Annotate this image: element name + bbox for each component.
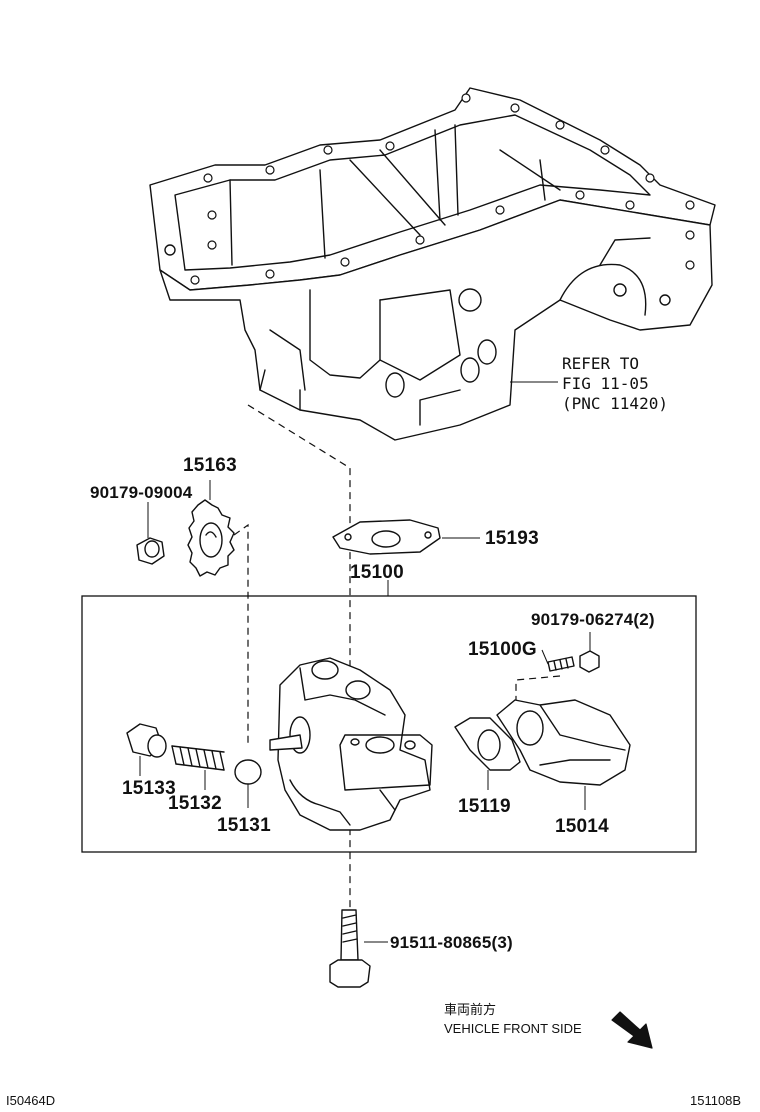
- callout-15133: 15133: [122, 778, 176, 799]
- nut-90179-09004: [136, 502, 165, 565]
- callout-15014: 15014: [555, 816, 609, 837]
- footer-right-code: 151108B: [690, 1093, 742, 1108]
- callout-15163: 15163: [183, 455, 237, 476]
- callout-90179-06274: 90179-06274(2): [531, 610, 655, 629]
- refer-note-line1: REFER TO: [562, 354, 640, 373]
- direction-label-english: VEHICLE FRONT SIDE: [444, 1021, 582, 1036]
- gasket-15193: [332, 519, 480, 555]
- callout-15100: 15100: [350, 562, 404, 583]
- callout-90179-09004: 90179-09004: [90, 483, 193, 502]
- footer-left-code: I50464D: [6, 1093, 56, 1108]
- callout-15100g: 15100G: [468, 639, 537, 660]
- strainer-gasket-15119: [454, 717, 521, 790]
- callout-91511-80865: 91511-80865(3): [390, 933, 513, 952]
- refer-note: REFER TO FIG 11-05 (PNC 11420): [562, 354, 668, 414]
- callout-15132: 15132: [168, 793, 222, 814]
- oil-pan-housing: [149, 87, 716, 441]
- callout-15131: 15131: [217, 815, 271, 836]
- plug-15133: [126, 723, 167, 776]
- callout-15119: 15119: [458, 796, 511, 817]
- drive-sprocket-15163: [187, 499, 235, 577]
- refer-note-line2: FIG 11-05: [562, 374, 649, 393]
- nut-90179-06274: [579, 632, 600, 673]
- relief-valve-15131: [234, 759, 262, 808]
- oil-pump-body: [269, 657, 433, 831]
- direction-label-japanese: 車両前方: [444, 1002, 497, 1017]
- callout-15193: 15193: [485, 528, 539, 549]
- bolt-91511-80865: [329, 909, 388, 988]
- stud-15100g: [541, 649, 575, 672]
- refer-note-line3: (PNC 11420): [562, 394, 668, 413]
- arrow-down-right-icon: [611, 1011, 653, 1049]
- spring-15132: [171, 745, 225, 790]
- oil-pump-assembly-group-box: [81, 595, 697, 853]
- oil-strainer-15014: [496, 699, 631, 810]
